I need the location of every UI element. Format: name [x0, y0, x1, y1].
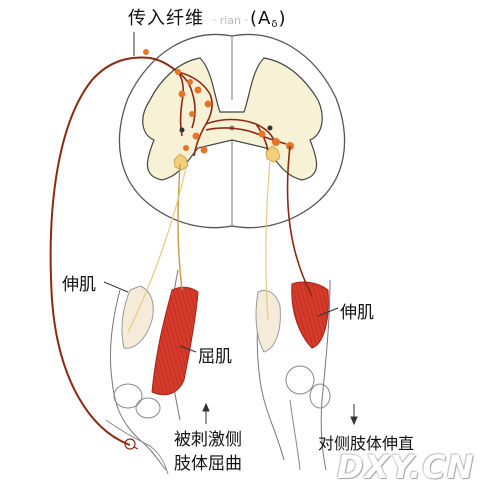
afferent-fiber	[49, 56, 179, 446]
afferent-fiber-label: 传入纤维 · rian ·(Aδ)	[128, 8, 287, 30]
pointer-flexor	[179, 345, 197, 353]
interneurons	[177, 71, 287, 157]
watermark: DXY.CN	[337, 448, 475, 486]
left-limb	[105, 269, 199, 475]
motor-axon-extensor-right	[286, 145, 313, 297]
extensor-muscle-left	[121, 285, 154, 349]
spinal-cord	[118, 33, 346, 229]
right-limb	[255, 279, 331, 471]
flexor-label: 屈肌	[198, 347, 232, 367]
burst-icon	[121, 438, 139, 450]
motor-axon-extensor-left	[127, 167, 187, 333]
flexor-muscle-right	[255, 290, 281, 353]
extensor-label-left: 伸肌	[62, 275, 96, 295]
synapse-nodes	[175, 69, 294, 154]
stimulated-side-label: 被刺激侧 肢体屈曲	[174, 430, 242, 474]
inhibitory-neurons	[179, 125, 273, 133]
dorsal-root-ganglion	[143, 49, 149, 55]
pointer-extensor-left	[103, 281, 129, 293]
motor-axon-flexor	[177, 163, 183, 291]
arrow-icon	[202, 402, 210, 424]
extensor-label-right: 伸肌	[340, 303, 374, 323]
contralateral-side-label: 对侧肢体伸直	[318, 434, 415, 453]
pointer-extensor-right	[317, 307, 339, 317]
motor-axon-flexor-right	[265, 159, 271, 321]
arrow-icon	[350, 404, 358, 426]
motor-neurons	[173, 145, 281, 171]
